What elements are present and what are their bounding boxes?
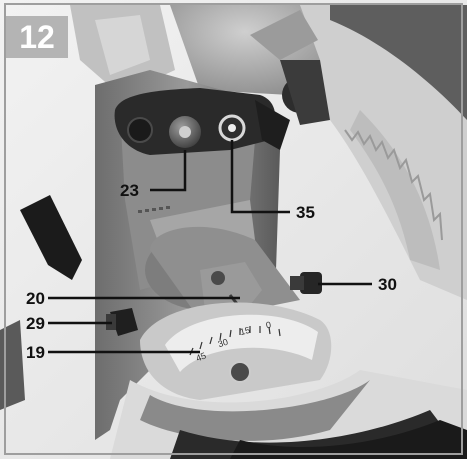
callout-20: 20 bbox=[26, 289, 45, 308]
figure-number-badge: 12 bbox=[6, 16, 68, 58]
callout-30: 30 bbox=[378, 275, 397, 294]
callout-19: 19 bbox=[26, 343, 45, 362]
callout-29: 29 bbox=[26, 314, 45, 333]
callout-35: 35 bbox=[296, 203, 315, 222]
callout-23: 23 bbox=[120, 181, 139, 200]
